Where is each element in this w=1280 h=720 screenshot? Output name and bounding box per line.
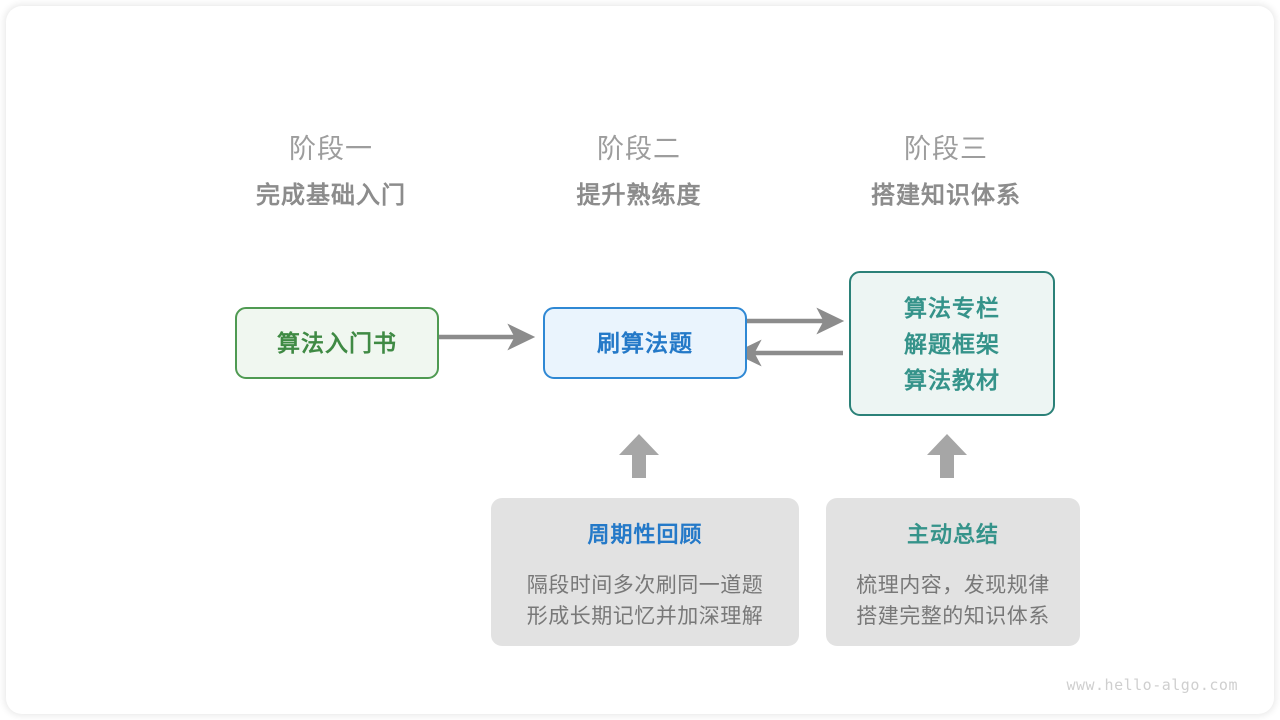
connector-arrows [433,307,967,478]
node-knowledge-system-line-1: 算法专栏 [904,294,1000,321]
diagram-card: 阶段一 完成基础入门 阶段二 提升熟练度 阶段三 搭建知识体系 算法入门书 刷算… [6,6,1274,714]
node-practice-problems[interactable]: 刷算法题 [543,307,747,379]
note-periodic-review-body-line-1: 隔段时间多次刷同一道题 [526,574,764,597]
note-active-summary-title: 主动总结 [906,522,999,547]
note-active-summary-body-line-2: 搭建完整的知识体系 [856,605,1050,628]
stage-2-title: 阶段二 [597,134,681,164]
note-periodic-review-title: 周期性回顾 [587,522,703,547]
stage-2-subtitle: 提升熟练度 [576,182,702,209]
stage-3-title: 阶段三 [904,134,988,164]
node-knowledge-system-line-3: 算法教材 [904,366,1000,393]
stage-column-3: 阶段三 搭建知识体系 [816,132,1076,212]
stage-1-title: 阶段一 [289,134,373,164]
note-periodic-review[interactable]: 周期性回顾 隔段时间多次刷同一道题 形成长期记忆并加深理解 [491,498,799,646]
note-active-summary-body: 梳理内容，发现规律 搭建完整的知识体系 [826,570,1080,632]
stage-column-1: 阶段一 完成基础入门 [201,132,461,212]
note-active-summary-body-line-1: 梳理内容，发现规律 [856,574,1050,597]
watermark-url: www.hello-algo.com [1066,676,1238,694]
stage-3-subtitle: 搭建知识体系 [871,182,1021,209]
stage-column-2: 阶段二 提升熟练度 [509,132,769,212]
node-knowledge-system[interactable]: 算法专栏 解题框架 算法教材 [849,271,1055,416]
node-knowledge-system-line-2: 解题框架 [904,330,1000,357]
note-periodic-review-body-line-2: 形成长期记忆并加深理解 [526,605,764,628]
node-intro-book-label: 算法入门书 [277,330,397,356]
note-active-summary[interactable]: 主动总结 梳理内容，发现规律 搭建完整的知识体系 [826,498,1080,646]
stage-1-subtitle: 完成基础入门 [256,182,406,209]
node-intro-book[interactable]: 算法入门书 [235,307,439,379]
note-periodic-review-body: 隔段时间多次刷同一道题 形成长期记忆并加深理解 [491,570,799,632]
node-practice-problems-label: 刷算法题 [597,330,693,356]
